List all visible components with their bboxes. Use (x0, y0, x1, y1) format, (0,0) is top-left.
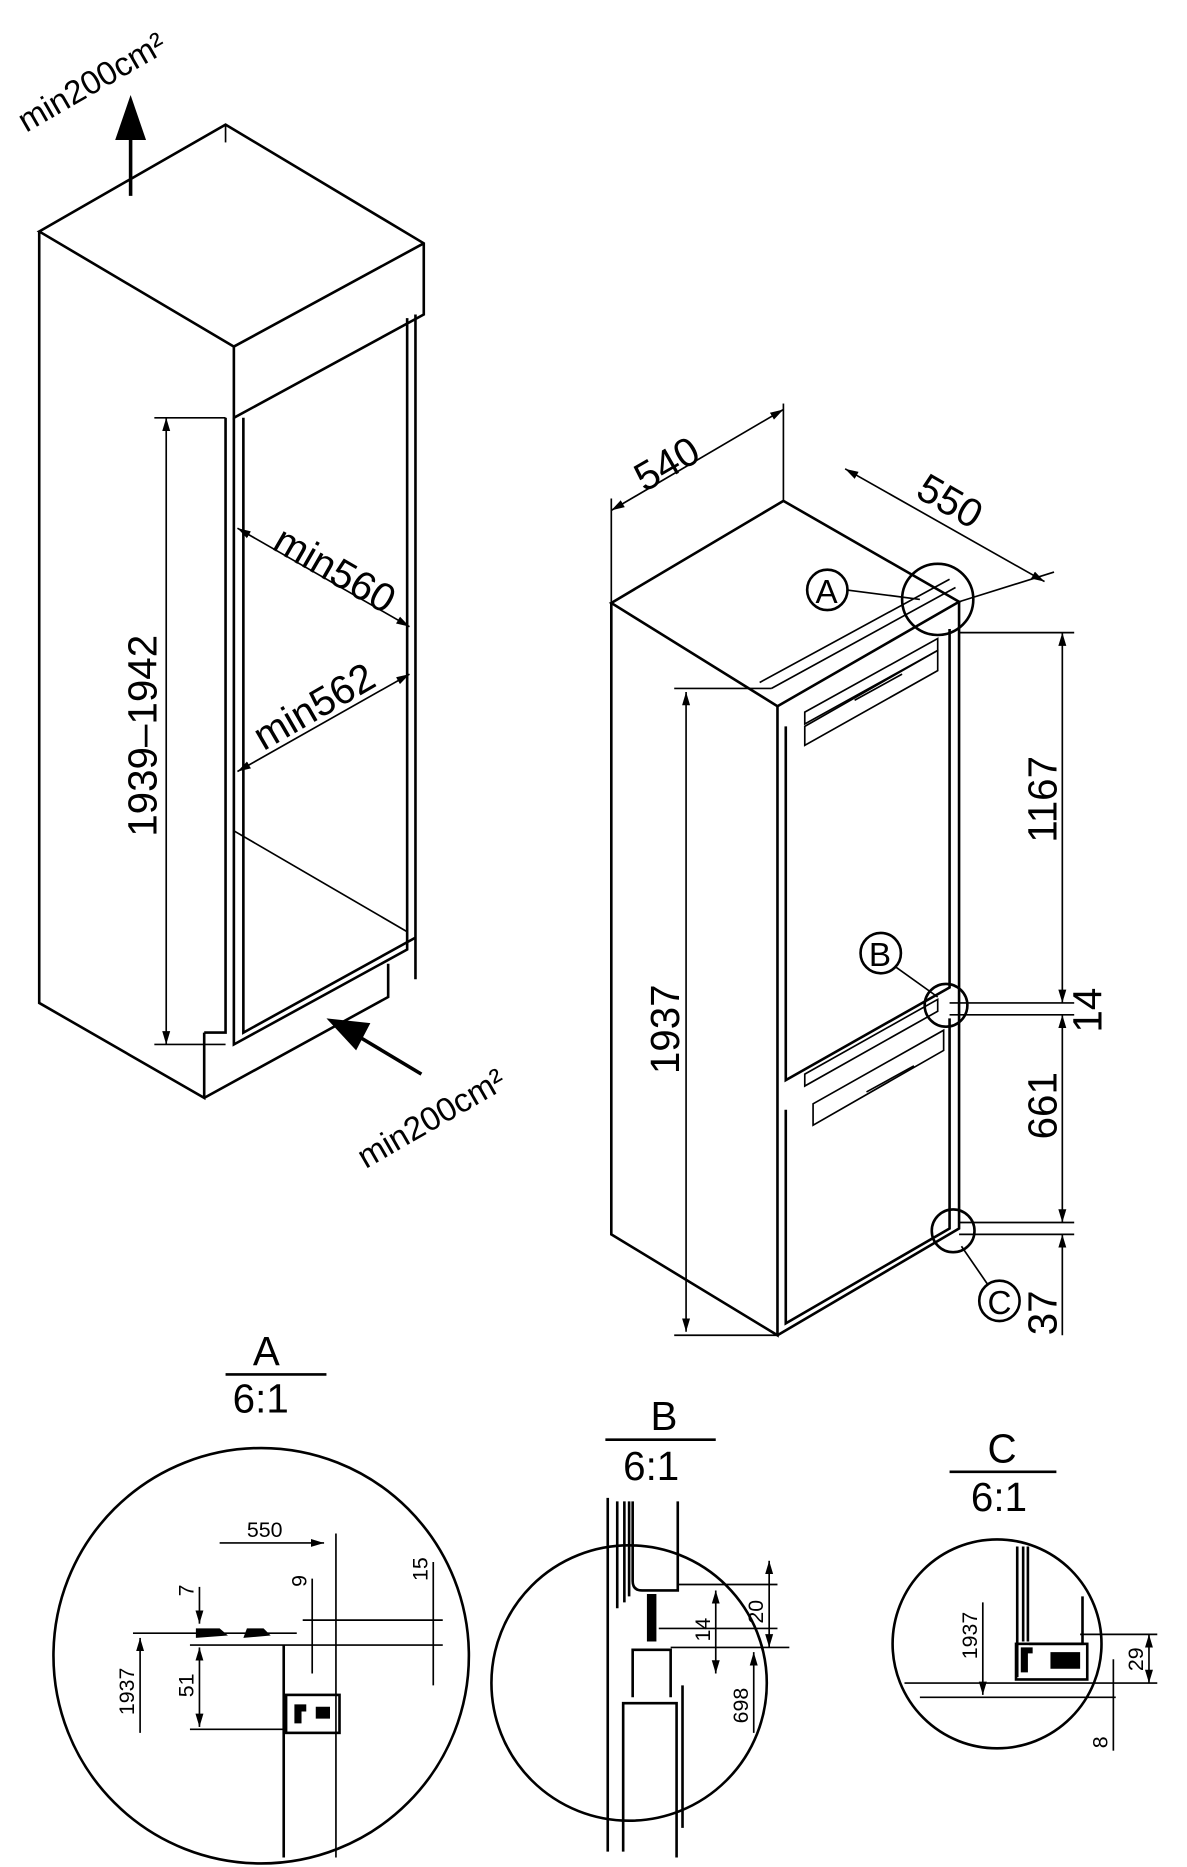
detail-c-scale: 6:1 (971, 1474, 1027, 1520)
gap-label: 14 (1064, 988, 1110, 1033)
detail-a: A 6:1 550 7 9 15 1937 51 (52, 1328, 471, 1865)
detail-a-dim-550: 550 (247, 1518, 283, 1542)
callout-a (805, 568, 849, 612)
detail-c-title: C (988, 1425, 1017, 1471)
detail-c-dim-8: 8 (1088, 1736, 1112, 1748)
detail-b-dim-20: 20 (744, 1600, 768, 1624)
detail-b-dim-14: 14 (691, 1618, 715, 1642)
detail-b: B 6:1 20 14 698 (490, 1393, 790, 1858)
appliance-width-label: 540 (626, 427, 707, 500)
lower-door-height-label: 661 (1019, 1072, 1065, 1139)
detail-c-dim-1937: 1937 (958, 1612, 982, 1660)
callout-a-label: A (815, 574, 838, 611)
callout-c (977, 1279, 1021, 1323)
detail-a-dim-7: 7 (175, 1584, 199, 1596)
vent-top-label: min200cm² (12, 26, 173, 140)
detail-b-title: B (650, 1393, 677, 1439)
callout-b (859, 931, 903, 975)
upper-door-height-label: 1167 (1019, 756, 1065, 843)
detail-a-dim-15: 15 (408, 1557, 432, 1581)
cabinet-width-lower-label: min562 (245, 653, 383, 759)
callout-b-label: B (869, 937, 891, 974)
cabinet-height-label: 1939–1942 (120, 635, 166, 837)
detail-a-dim-9: 9 (287, 1575, 311, 1587)
detail-c: C 6:1 1937 29 8 (891, 1425, 1158, 1751)
cabinet-width-upper-label: min560 (266, 516, 404, 622)
detail-a-title: A (253, 1328, 280, 1374)
detail-a-scale: 6:1 (233, 1375, 289, 1421)
callout-c-label: C (988, 1285, 1012, 1322)
cabinet-drawing: 1939–1942 min560 min562 min200cm² min200… (12, 26, 512, 1176)
appliance-height-label: 1937 (642, 984, 688, 1074)
detail-c-dim-29: 29 (1124, 1647, 1148, 1671)
detail-a-dim-1937: 1937 (115, 1668, 139, 1716)
detail-a-dim-51: 51 (175, 1674, 199, 1698)
appliance-drawing: 540 550 1937 1167 14 661 37 A B C (608, 403, 1110, 1338)
detail-b-scale: 6:1 (623, 1443, 679, 1489)
vent-bottom-label: min200cm² (351, 1062, 512, 1176)
detail-b-dim-698: 698 (729, 1688, 753, 1724)
appliance-depth-label: 550 (909, 464, 990, 537)
bottom-gap-label: 37 (1019, 1290, 1065, 1335)
vent-bottom-arrow-icon (355, 1033, 423, 1076)
